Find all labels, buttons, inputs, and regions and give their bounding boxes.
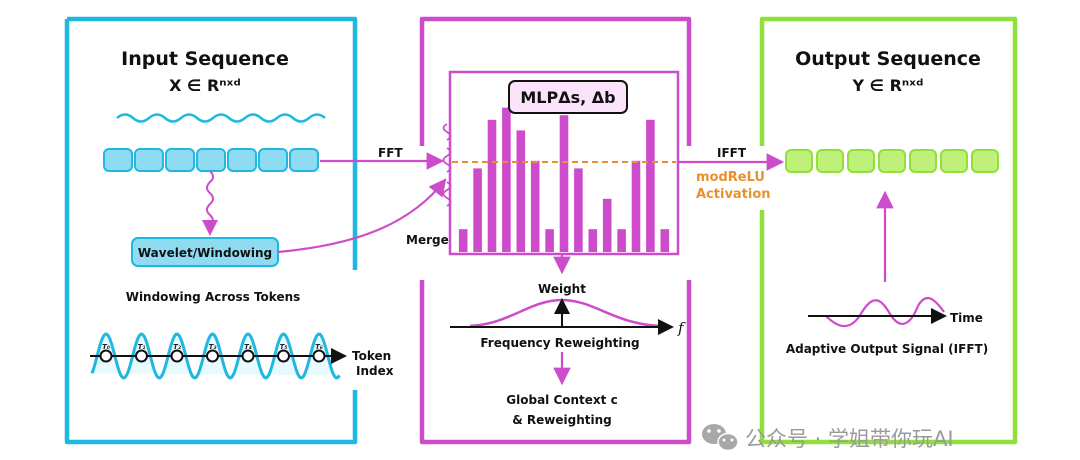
output-token bbox=[847, 149, 875, 173]
token-marker bbox=[277, 349, 290, 363]
input-token-row bbox=[103, 148, 319, 172]
merge-label: Merge bbox=[406, 233, 449, 247]
wavelet-windowing-label: Wavelet/Windowing bbox=[138, 246, 272, 260]
watermark-text: 公众号 · 学姐带你玩AI bbox=[745, 427, 954, 451]
token-marker bbox=[135, 349, 148, 363]
spectrum-bar bbox=[473, 168, 482, 252]
spectrum-bar bbox=[530, 160, 540, 252]
token-marker bbox=[99, 349, 113, 363]
time-label: Time bbox=[950, 311, 983, 325]
mlp-label: MLPΔs, Δb bbox=[520, 88, 615, 107]
activation-label: Activation bbox=[696, 187, 771, 202]
spectrum-bar bbox=[574, 168, 583, 252]
output-token bbox=[785, 149, 813, 173]
middle-panel-frame-bottom bbox=[419, 280, 692, 445]
output-panel-frame bbox=[759, 16, 1018, 445]
token-axis-label: Token bbox=[352, 349, 391, 363]
output-formula: Y ∈ Rⁿˣᵈ bbox=[852, 76, 924, 95]
adaptive-output-caption: Adaptive Output Signal (IFFT) bbox=[786, 342, 988, 356]
token-marker-label: T₂ bbox=[173, 343, 182, 351]
input-panel-frame bbox=[64, 16, 358, 445]
token-marker-label: T₁ bbox=[138, 343, 146, 351]
input-title: Input Sequence bbox=[121, 48, 289, 70]
squiggle-connector bbox=[202, 170, 218, 236]
spectrum-bar bbox=[516, 130, 526, 252]
input-formula: X ∈ Rⁿˣᵈ bbox=[169, 76, 241, 95]
token-marker bbox=[170, 349, 184, 363]
middle-panel-frame-top bbox=[419, 16, 692, 146]
wechat-icon bbox=[702, 424, 739, 452]
f-label: f bbox=[677, 319, 686, 337]
spectrum-bar bbox=[487, 119, 497, 252]
wavelet-to-merge-arrow bbox=[277, 178, 447, 254]
token-axis-label: Index bbox=[356, 364, 394, 378]
output-token bbox=[940, 149, 968, 173]
spectrum-bar bbox=[631, 160, 641, 252]
spectrum-bar bbox=[660, 229, 670, 252]
output-token bbox=[971, 149, 999, 173]
token-marker-label: T₆ bbox=[315, 343, 323, 351]
mlp-box bbox=[508, 80, 628, 114]
frequency-reweighting-caption: Frequency Reweighting bbox=[480, 336, 639, 350]
input-token bbox=[227, 148, 257, 172]
output-title: Output Sequence bbox=[795, 48, 981, 70]
input-wave bbox=[116, 113, 326, 123]
input-token bbox=[196, 148, 226, 172]
spectrum-bar bbox=[617, 229, 626, 252]
spectrum-bar bbox=[458, 229, 468, 252]
watermark: 公众号 · 学姐带你玩AI bbox=[702, 424, 954, 452]
token-marker bbox=[312, 349, 326, 363]
spectrum-bar bbox=[559, 115, 569, 252]
token-marker-label: T₄ bbox=[244, 343, 252, 351]
windowing-caption: Windowing Across Tokens bbox=[126, 290, 301, 304]
modrelu-label: modReLU bbox=[696, 170, 765, 185]
spectrum-bar bbox=[646, 119, 655, 252]
output-panel: Output Sequence Y ∈ Rⁿˣᵈ Time Adaptive O… bbox=[759, 16, 1018, 445]
token-marker-label: T₃ bbox=[209, 343, 217, 351]
spectrum-bar bbox=[545, 229, 554, 252]
global-context-label: Global Context c bbox=[506, 393, 617, 407]
token-marker-label: T₅ bbox=[280, 343, 288, 351]
input-token bbox=[103, 148, 133, 172]
spectrum-bar bbox=[602, 198, 612, 252]
ifft-label: IFFT bbox=[717, 146, 747, 160]
adaptive-signal-wave bbox=[825, 296, 945, 328]
output-token-row bbox=[785, 149, 999, 173]
token-markers: T₀ T₁ T₂ T₃ T₄ T₅ T₆ bbox=[99, 343, 326, 363]
output-token bbox=[878, 149, 906, 173]
weight-label: Weight bbox=[538, 282, 586, 296]
spectrum-bar bbox=[502, 107, 511, 252]
middle-panel: MLPΔs, Δb Merge Weight f Frequency Rewei… bbox=[406, 16, 692, 445]
output-token bbox=[909, 149, 937, 173]
fft-label: FFT bbox=[378, 146, 403, 160]
token-marker-label: T₀ bbox=[102, 343, 110, 351]
output-token bbox=[816, 149, 844, 173]
input-token bbox=[258, 148, 288, 172]
input-token bbox=[134, 148, 164, 172]
token-marker bbox=[241, 349, 255, 363]
input-token bbox=[289, 148, 319, 172]
gaussian-curve bbox=[469, 298, 661, 328]
input-token bbox=[165, 148, 195, 172]
input-panel: Input Sequence X ∈ Rⁿˣᵈ Wavelet/Windowin… bbox=[64, 16, 394, 445]
spectrum-bar bbox=[588, 229, 598, 252]
spectrum-bars bbox=[458, 107, 670, 252]
token-marker bbox=[206, 349, 219, 363]
global-context-label: & Reweighting bbox=[512, 413, 611, 427]
